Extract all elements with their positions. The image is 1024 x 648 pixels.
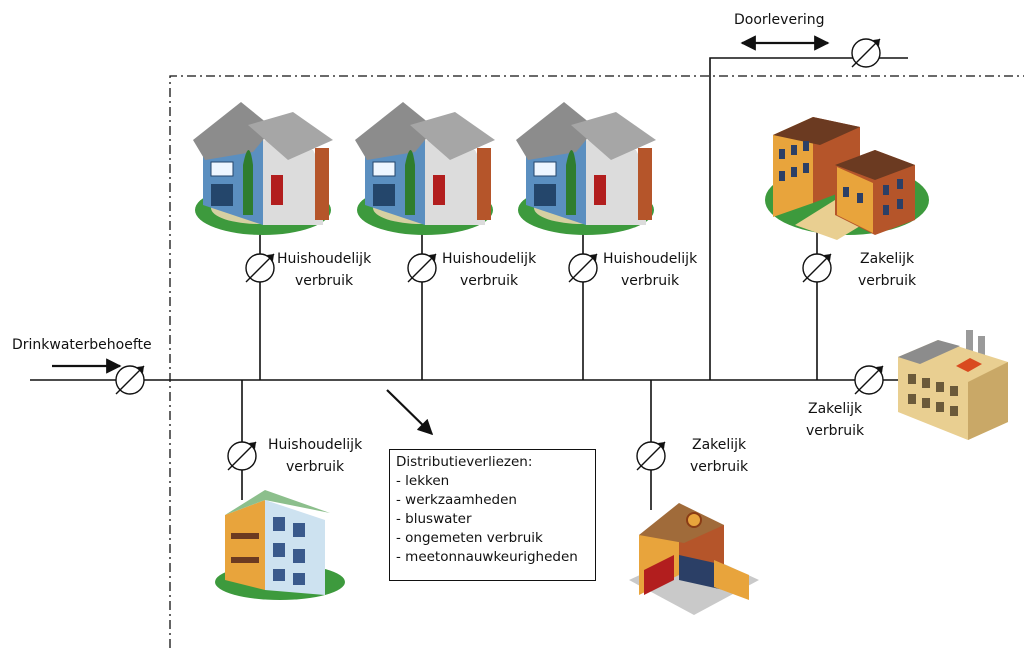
inflow-label: Drinkwaterbehoefte bbox=[12, 334, 152, 356]
label-line2: verbruik bbox=[806, 423, 865, 439]
meter-icon bbox=[407, 253, 437, 283]
label-line2: verbruik bbox=[858, 273, 917, 289]
label-line1: Huishoudelijk bbox=[603, 251, 698, 267]
inflow-label-text: Drinkwaterbehoefte bbox=[12, 337, 152, 353]
consumer-label-apartment: Huishoudelijk verbruik bbox=[268, 434, 362, 478]
export-label-text: Doorlevering bbox=[734, 12, 825, 28]
label-line1: Zakelijk bbox=[860, 251, 915, 267]
meter-icon bbox=[636, 441, 666, 471]
meter-icon bbox=[227, 441, 257, 471]
apartment-building-icon bbox=[215, 490, 345, 600]
losses-arrow bbox=[386, 389, 434, 436]
label-line2: verbruik bbox=[286, 459, 345, 475]
distribution-losses-box: Distributieverliezen: - lekken - werkzaa… bbox=[389, 449, 596, 581]
label-line2: verbruik bbox=[295, 273, 354, 289]
label-line2: verbruik bbox=[690, 459, 749, 475]
meter-icon bbox=[115, 365, 145, 395]
export-label: Doorlevering bbox=[734, 9, 824, 31]
label-line1: Zakelijk bbox=[808, 401, 863, 417]
label-line1: Huishoudelijk bbox=[268, 437, 363, 453]
label-line1: Zakelijk bbox=[692, 437, 747, 453]
consumer-label-shop: Zakelijk verbruik bbox=[690, 434, 748, 478]
consumer-label-factory: Zakelijk verbruik bbox=[806, 398, 864, 442]
water-meters bbox=[115, 38, 884, 471]
house-icon bbox=[193, 102, 333, 235]
system-boundary bbox=[169, 75, 1024, 648]
losses-item: - bluswater bbox=[396, 511, 472, 527]
house-icon bbox=[516, 102, 656, 235]
meter-icon bbox=[245, 253, 275, 283]
losses-item: - werkzaamheden bbox=[396, 492, 517, 508]
losses-item: - ongemeten verbruik bbox=[396, 530, 543, 546]
office-building-icon bbox=[765, 117, 929, 240]
losses-title: Distributieverliezen: bbox=[396, 454, 533, 470]
label-line2: verbruik bbox=[621, 273, 680, 289]
label-line1: Huishoudelijk bbox=[277, 251, 372, 267]
meter-icon bbox=[854, 365, 884, 395]
shop-building-icon bbox=[629, 503, 759, 615]
label-line2: verbruik bbox=[460, 273, 519, 289]
meter-icon bbox=[568, 253, 598, 283]
meter-icon bbox=[851, 38, 881, 68]
factory-icon bbox=[898, 330, 1008, 440]
meter-icon bbox=[802, 253, 832, 283]
consumer-label-office: Zakelijk verbruik bbox=[858, 248, 916, 292]
consumer-label-house-1: Huishoudelijk verbruik bbox=[277, 248, 371, 292]
losses-item: - meetonnauwkeurigheden bbox=[396, 549, 578, 565]
consumer-label-house-2: Huishoudelijk verbruik bbox=[442, 248, 536, 292]
losses-item: - lekken bbox=[396, 473, 450, 489]
house-icon bbox=[355, 102, 495, 235]
consumer-label-house-3: Huishoudelijk verbruik bbox=[603, 248, 697, 292]
label-line1: Huishoudelijk bbox=[442, 251, 537, 267]
